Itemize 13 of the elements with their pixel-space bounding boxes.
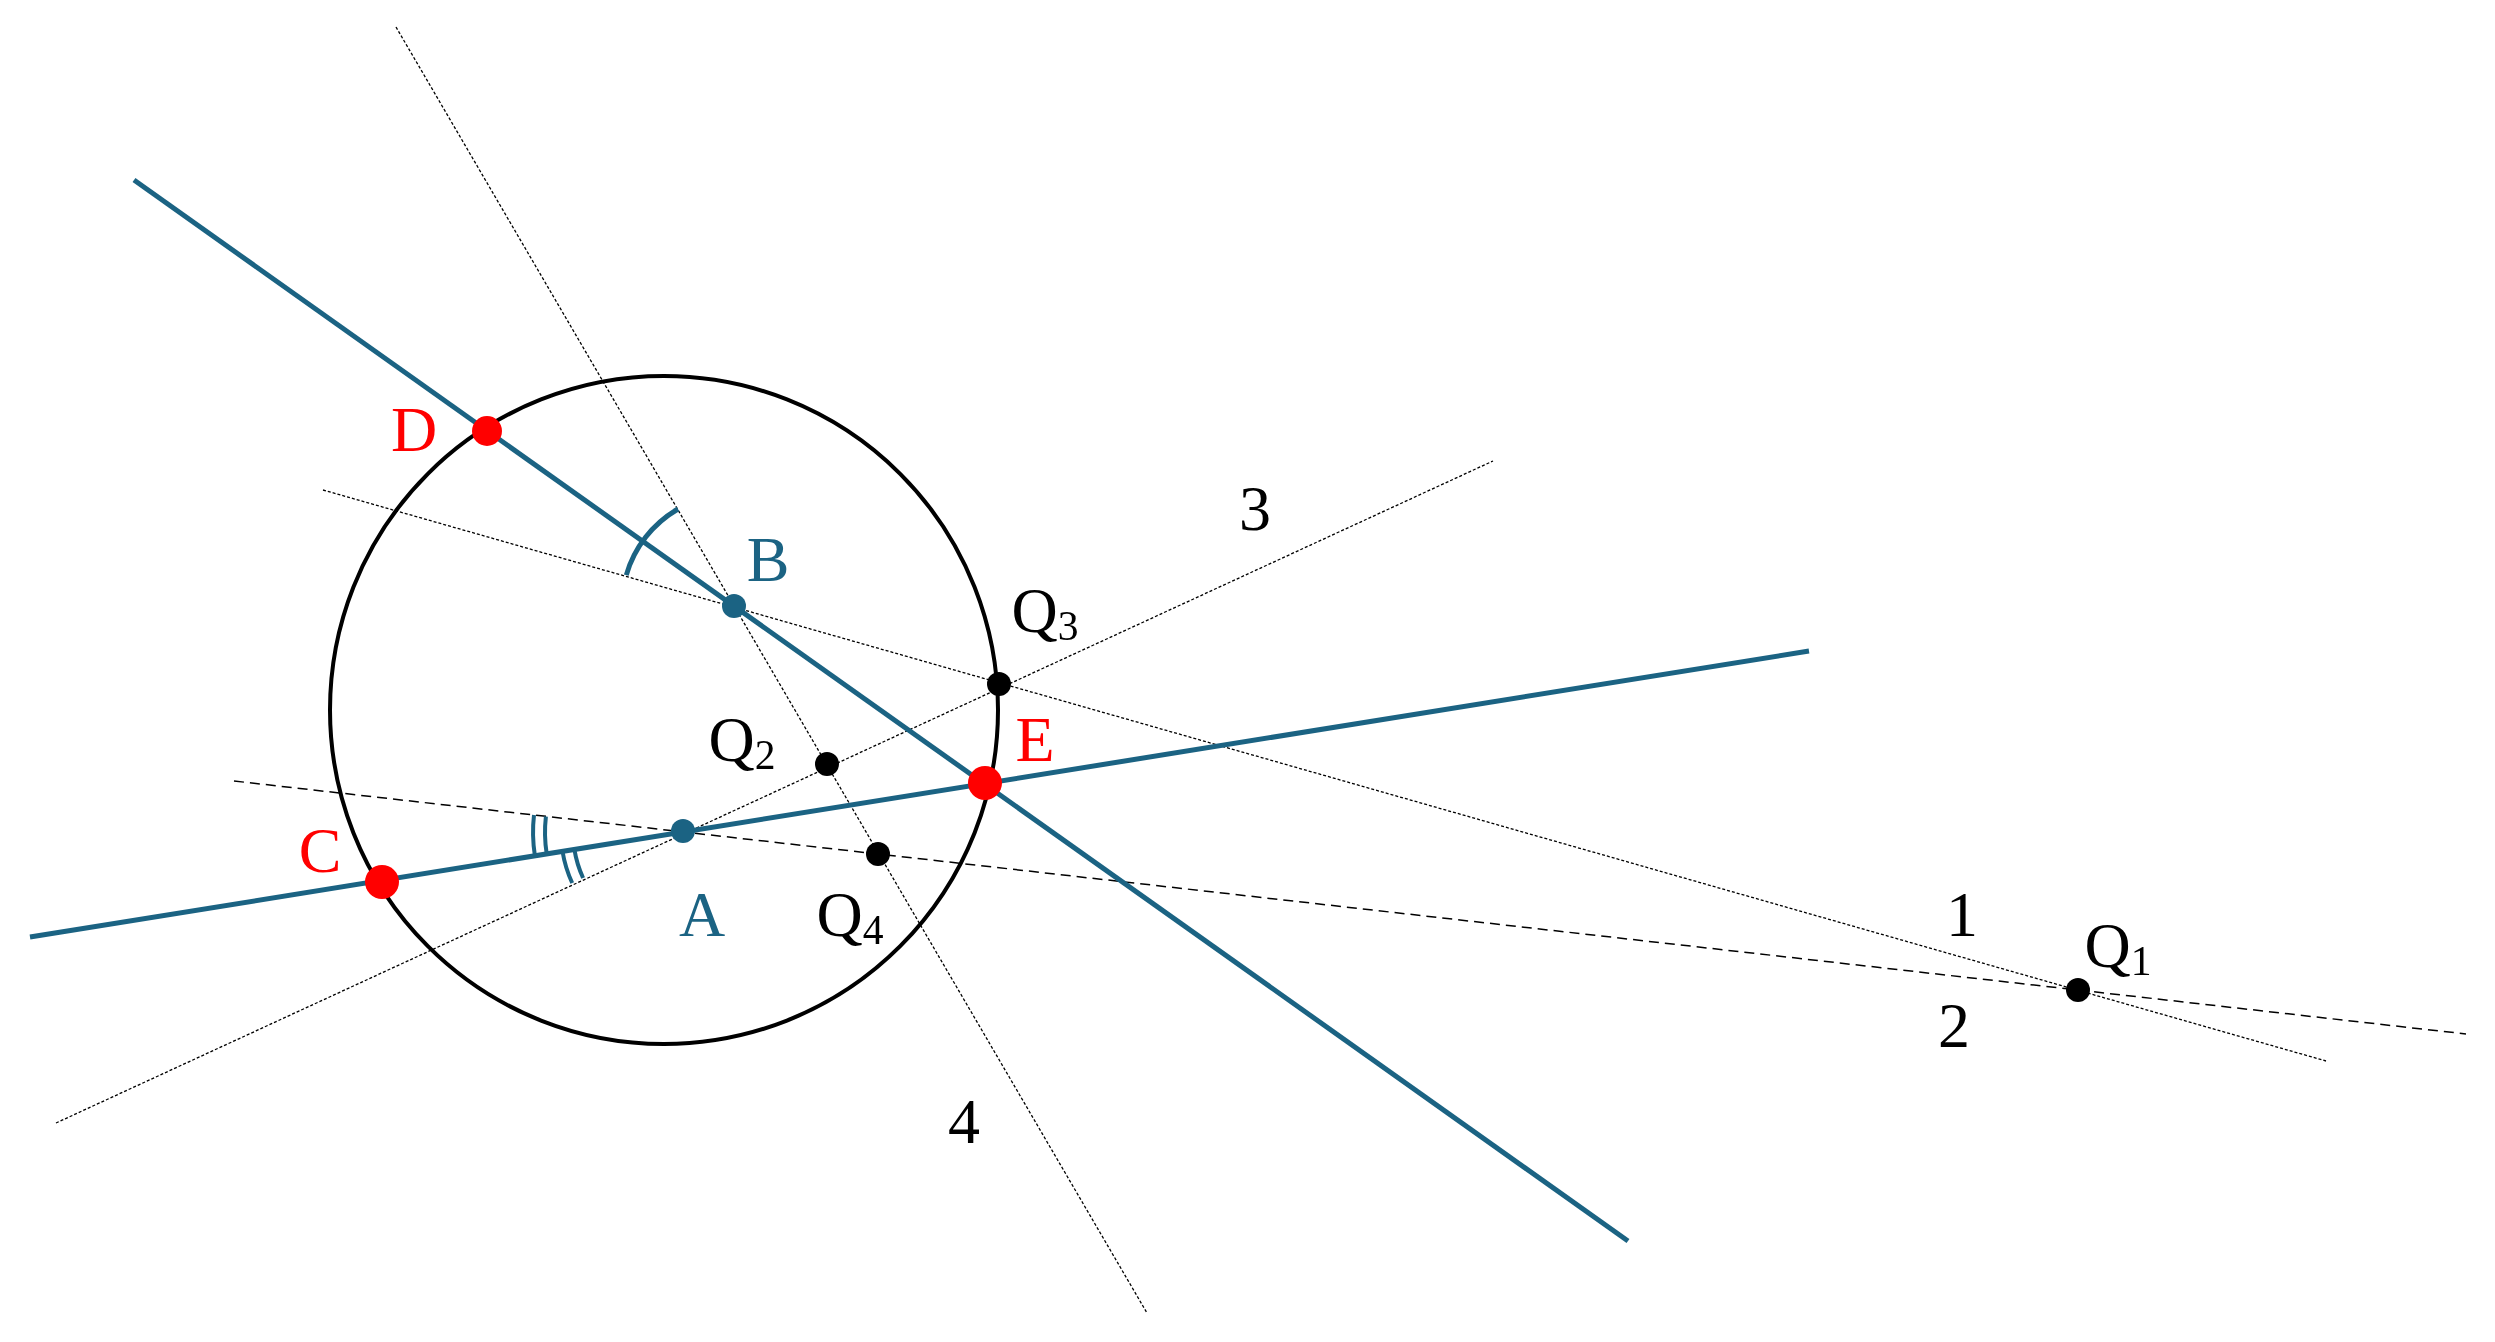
point-label: 3 bbox=[1239, 477, 1271, 541]
point-label: 4 bbox=[948, 1090, 980, 1154]
point-label: 1 bbox=[1946, 883, 1978, 947]
point-label: Q$_{4}$ bbox=[816, 882, 884, 952]
point-label: C bbox=[298, 819, 342, 883]
point-label: D bbox=[390, 398, 438, 462]
point-label: Q$_{3}$ bbox=[1011, 578, 1079, 648]
point-label: Q$_{2}$ bbox=[708, 707, 776, 777]
point-label: 2 bbox=[1938, 994, 1970, 1058]
point-label: Q$_{1}$ bbox=[2084, 913, 2152, 983]
point-label: E bbox=[1015, 708, 1055, 772]
point-label: A bbox=[678, 883, 726, 947]
point-label: B bbox=[746, 528, 790, 592]
